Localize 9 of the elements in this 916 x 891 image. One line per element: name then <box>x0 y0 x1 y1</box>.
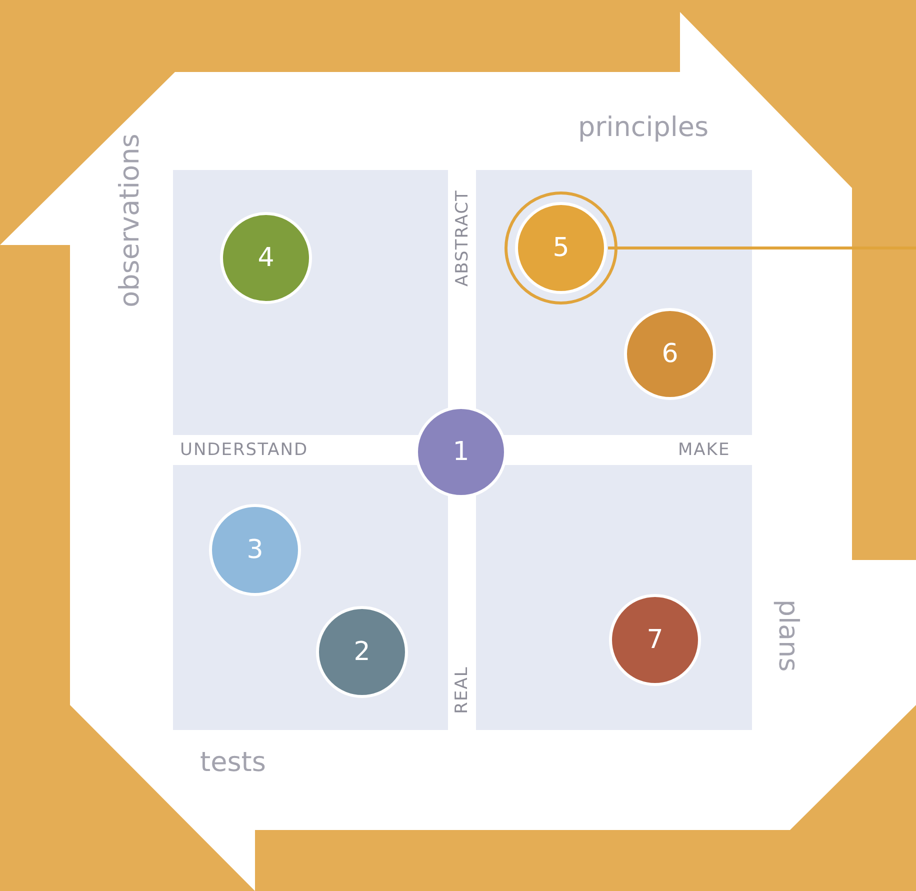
axis-label: principles <box>578 112 709 143</box>
axis-label: MAKE <box>678 440 730 460</box>
axis-label: UNDERSTAND <box>180 440 308 460</box>
leader-line <box>608 246 916 250</box>
axis-label: observations <box>114 133 146 307</box>
axis-label: plans <box>772 598 804 672</box>
axis-label: tests <box>200 747 266 778</box>
axis-label: ABSTRACT <box>452 190 472 286</box>
axis-label: REAL <box>452 666 472 714</box>
